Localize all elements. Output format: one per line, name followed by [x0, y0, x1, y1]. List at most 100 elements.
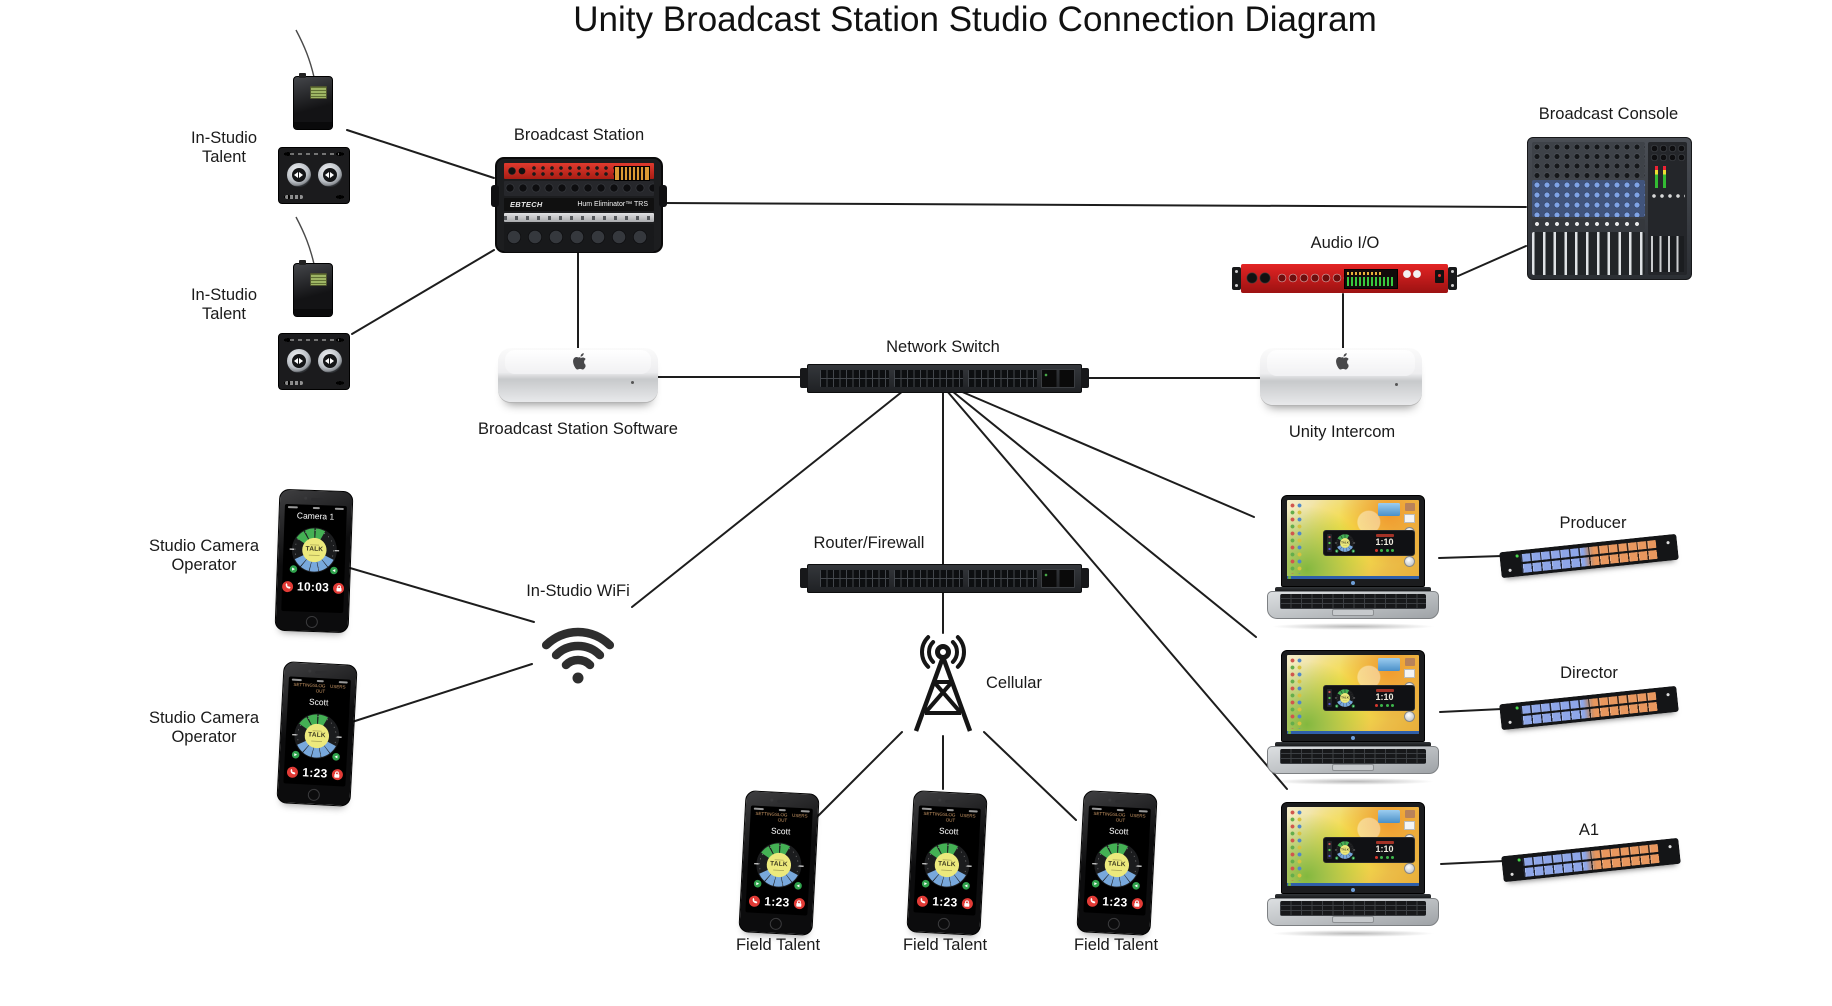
laptop-screen: TALK 1:10: [1281, 650, 1425, 742]
notes-widget: [1404, 514, 1415, 523]
status-dots: [1358, 549, 1411, 552]
mixer-master-faders: [1651, 236, 1684, 272]
uplink-ports: [1041, 369, 1075, 388]
unity-client-widget: TALK 1:10: [1323, 685, 1415, 711]
lock-icon: [332, 582, 345, 594]
label-field-talent-1: Field Talent: [735, 936, 821, 954]
client-timer: 1:10: [1375, 844, 1394, 854]
audio-io-interface: [1232, 264, 1457, 293]
hp-logo: [1351, 736, 1355, 740]
mixer-master-section: [1648, 142, 1687, 275]
monitor-knobs: [1402, 269, 1422, 279]
home-button: [937, 917, 951, 931]
rack-knob-row: [504, 181, 654, 196]
call-icon: [1087, 895, 1099, 907]
lock-icon: [331, 768, 343, 780]
mixer-buttons: [1532, 219, 1645, 230]
rack-connector-row: [504, 224, 654, 252]
status-dots: [1358, 704, 1411, 707]
rack-ear: [1448, 267, 1457, 290]
taskbar: [1287, 882, 1419, 886]
diagram-title: Unity Broadcast Station Studio Connectio…: [573, 0, 1377, 39]
label-cellular: Cellular: [986, 674, 1042, 692]
phone-camera-dot: [304, 496, 308, 500]
laptop-base: [1267, 746, 1439, 774]
phone-timer: 10:03: [296, 579, 330, 595]
headset-station-2: [278, 333, 350, 390]
menu-users: USERS: [329, 684, 346, 691]
notes-widget: [1404, 821, 1415, 830]
label-a1: A1: [1578, 821, 1600, 839]
label-router-firewall: Router/Firewall: [813, 534, 925, 552]
hp-logo: [1351, 581, 1355, 585]
trackpad: [1332, 916, 1374, 923]
phone-menu-bar: SETTINGS LOG OUT USERS: [291, 681, 347, 696]
label-producer: Producer: [1559, 514, 1627, 532]
laptop-screen: TALK 1:10: [1281, 802, 1425, 894]
photo-icon: [1405, 658, 1415, 666]
call-icon: [287, 766, 299, 778]
laptop-wallpaper: TALK 1:10: [1287, 500, 1419, 579]
weather-widget: [1378, 503, 1400, 516]
phone-speaker: [311, 497, 324, 501]
ebtech-brand: EBTECH: [510, 200, 543, 209]
trackpad: [1332, 764, 1374, 771]
mac-mini-unity-intercom: [1260, 348, 1422, 405]
home-button: [769, 917, 783, 931]
label-field-talent-2: Field Talent: [902, 936, 988, 954]
label-studio-camera-operator-1: Studio Camera Operator: [148, 537, 260, 574]
audio-io-body: [1241, 264, 1448, 293]
hp-logo: [1351, 888, 1355, 892]
headset-knob: [286, 163, 311, 187]
taskbar: [1287, 575, 1419, 579]
phone-timer: 1:23: [932, 894, 958, 910]
laptop-wallpaper: TALK 1:10: [1287, 807, 1419, 886]
call-icon: [281, 580, 294, 592]
trackpad: [1332, 609, 1374, 616]
port-group: [894, 370, 963, 387]
router-firewall: [800, 564, 1089, 593]
rack-ear: [1232, 267, 1241, 290]
beltpack-lcd: [310, 273, 327, 286]
keyboard: [1280, 594, 1426, 609]
photo-icon: [1405, 503, 1415, 511]
taskbar: [1287, 730, 1419, 734]
lock-icon: [1131, 897, 1143, 909]
smartphone-camera-op-1: Camera 1 TALK 10:03: [274, 488, 354, 634]
client-timer: 1:10: [1375, 692, 1394, 702]
hum-eliminator-model: Hum Eliminator™ TRS: [577, 201, 648, 208]
unity-logo: [285, 381, 303, 385]
director-key-panel: [1499, 685, 1679, 731]
label-studio-camera-operator-2: Studio Camera Operator: [148, 709, 260, 746]
talk-wheel: TALK: [1334, 839, 1356, 861]
laptop-director: TALK 1:10: [1267, 650, 1439, 785]
laptop-screen: TALK 1:10: [1281, 495, 1425, 587]
laptop-base: [1267, 591, 1439, 619]
phone-screen-title: Scott: [770, 825, 791, 837]
menu-logout: LOG OUT: [315, 683, 326, 695]
keyboard: [1280, 749, 1426, 764]
headset-station-1: [278, 147, 350, 204]
mac-mini-station-software: [498, 348, 658, 402]
level-meter-display: [1344, 269, 1398, 289]
weather-widget: [1378, 810, 1400, 823]
label-broadcast-console: Broadcast Console: [1538, 105, 1679, 123]
label-in-studio-wifi: In-Studio WiFi: [526, 582, 630, 600]
laptop-wallpaper: TALK 1:10: [1287, 655, 1419, 734]
label-broadcast-station: Broadcast Station: [513, 126, 645, 144]
port-group: [894, 570, 963, 587]
cell-tower-icon: [913, 635, 973, 732]
phone-screen: SETTINGS LOG OUT USERS Scott TALK 1:23: [283, 676, 351, 787]
phone-camera-dot: [308, 669, 312, 673]
desktop-icons: [1289, 809, 1304, 881]
label-director: Director: [1560, 664, 1618, 682]
home-button: [307, 788, 321, 802]
talk-wheel: TALK: [1334, 532, 1356, 554]
port-group: [820, 570, 889, 587]
